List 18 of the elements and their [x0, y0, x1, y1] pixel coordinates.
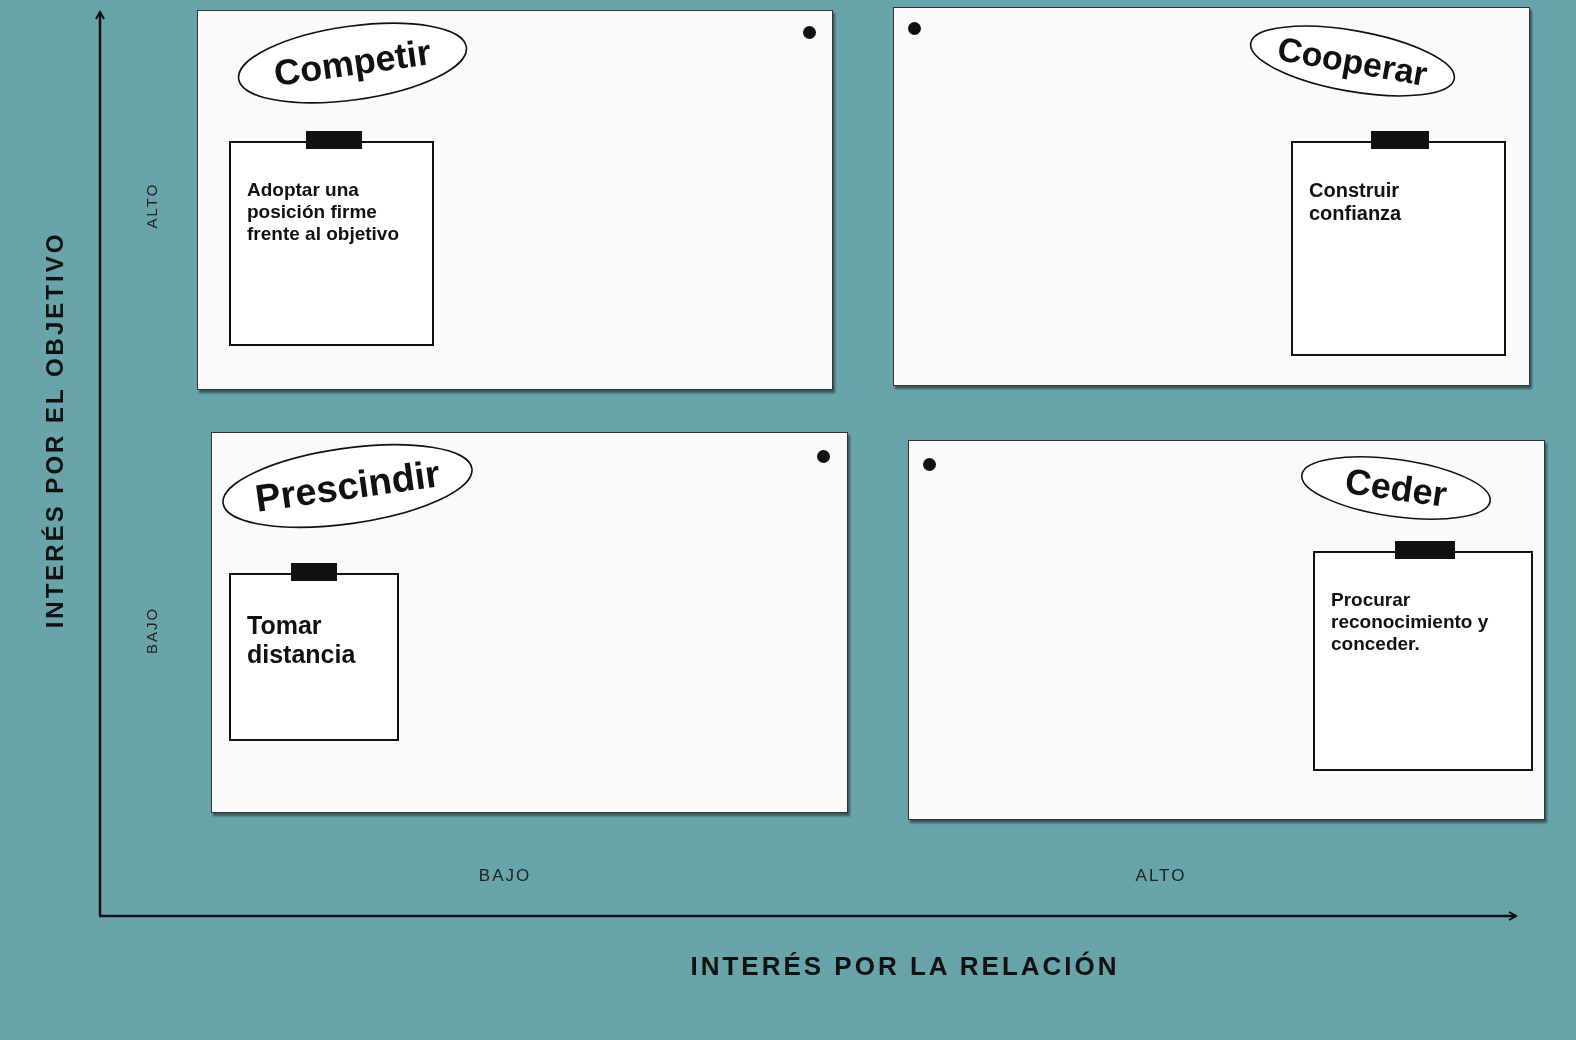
quadrant-card: [893, 7, 1530, 386]
axis-title: INTERÉS POR EL OBJETIVO: [41, 231, 69, 629]
axis-level-label: ALTO: [143, 182, 161, 228]
note-text: Procurar reconocimiento y conceder.: [1331, 589, 1490, 655]
axis-title: INTERÉS POR LA RELACIÓN: [690, 950, 1120, 982]
strategy-title: Cooperar: [1274, 28, 1431, 94]
axis-level-label: BAJO: [143, 606, 161, 654]
note-text: Adoptar una posición firme frente al objetivo: [247, 179, 401, 245]
axis-level-label: BAJO: [478, 866, 532, 886]
note-text: Construir confianza: [1309, 179, 1403, 225]
quadrant-card: [197, 10, 833, 390]
quadrant-card: [211, 432, 848, 813]
strategy-title: Prescindir: [252, 451, 443, 521]
quadrant-card: [908, 440, 1545, 820]
strategy-title: Ceder: [1342, 460, 1450, 516]
axis-level-label: ALTO: [1135, 866, 1187, 886]
strategy-title: Competir: [271, 31, 434, 95]
note-text: Tomar distancia: [247, 611, 357, 669]
